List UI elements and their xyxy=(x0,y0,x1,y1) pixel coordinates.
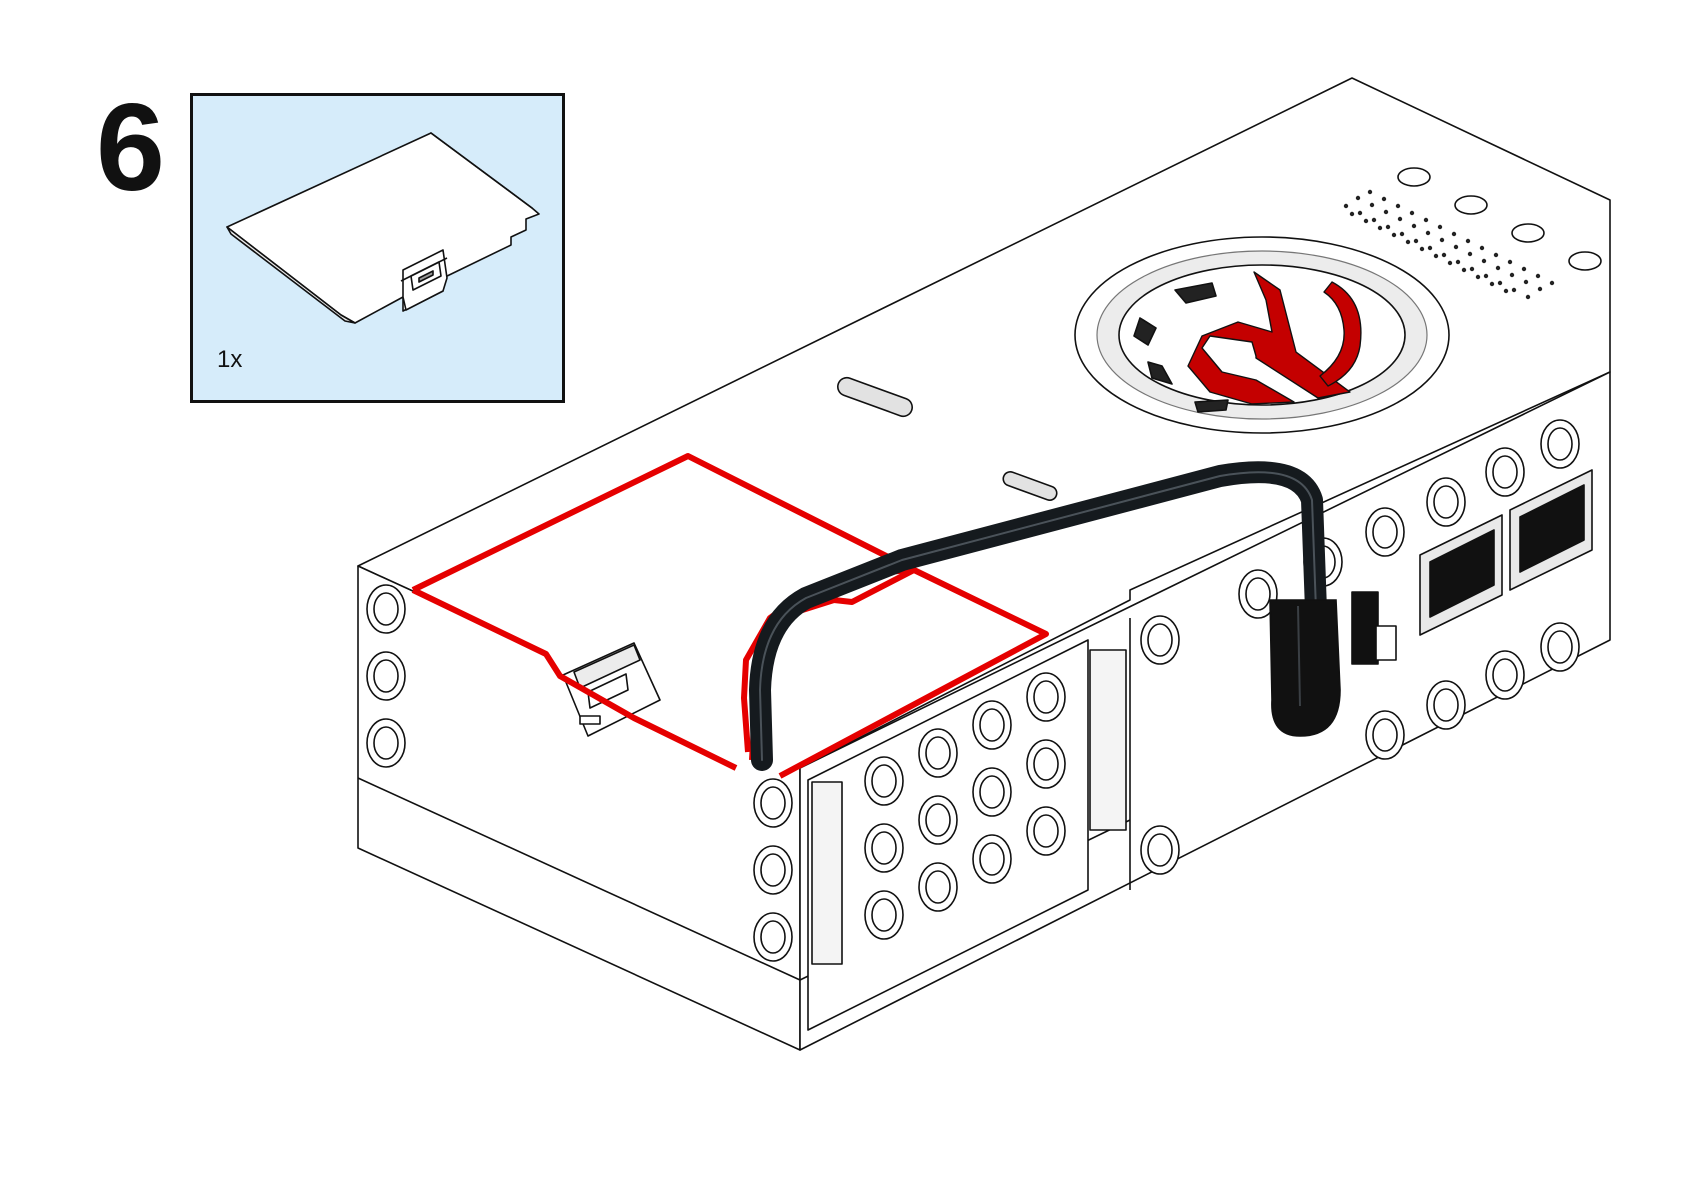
part-quantity: 1x xyxy=(217,346,243,373)
parts-list-box: 1x xyxy=(190,93,565,403)
battery-cover-icon xyxy=(226,132,540,324)
battery-cover xyxy=(413,456,1046,776)
speaker-grille xyxy=(1340,182,1560,290)
center-button xyxy=(1074,236,1450,434)
hub-logo-icon xyxy=(1187,271,1362,405)
indicator-dots xyxy=(1397,167,1602,271)
right-holes xyxy=(1140,419,1580,875)
step-number: 6 xyxy=(96,79,165,217)
front-holes xyxy=(366,584,793,962)
port-sockets xyxy=(1419,469,1593,636)
side-hole-grid xyxy=(864,672,1066,940)
connector-cable xyxy=(749,461,1341,771)
